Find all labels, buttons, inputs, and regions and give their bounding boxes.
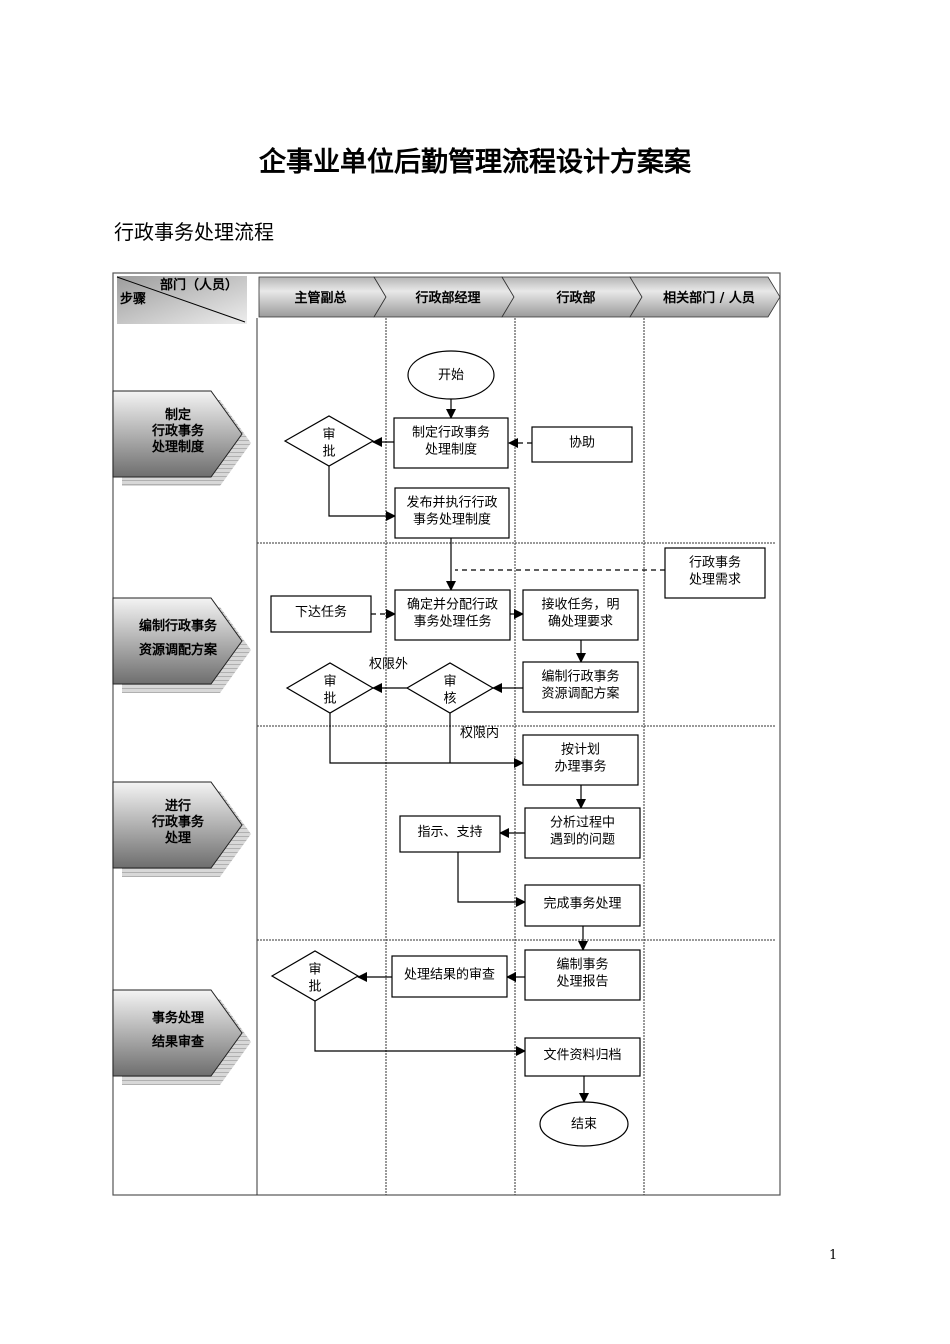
node-analyze-text: 遇到的问题 [550, 832, 615, 848]
node-resource-plan-text: 编制行政事务 [541, 669, 619, 685]
node-execute-text: 办理事务 [554, 759, 606, 775]
corner-dept-label: 部门（人员） [160, 277, 238, 293]
node-resource-plan [522, 661, 639, 713]
node-archive-text: 文件资料归档 [543, 1048, 621, 1063]
arrow-approve3-to-archive [314, 1001, 526, 1056]
lane-header-label: 相关部门 / 人员 [663, 290, 755, 306]
label-label-out: 权限外 [369, 656, 408, 672]
step-1-chevron [112, 390, 243, 478]
node-guide [399, 815, 501, 853]
node-demand [664, 547, 766, 599]
node-review [405, 662, 495, 714]
corner-diagonal [116, 276, 246, 323]
node-allocate-task-text: 确定并分配行政 [407, 598, 498, 613]
page-number: 1 [829, 1248, 838, 1263]
node-report-text: 处理报告 [556, 975, 608, 990]
node-approve2 [285, 662, 375, 714]
node-complete [524, 884, 641, 927]
line-approve-down [329, 713, 450, 764]
node-guide-text: 指示、支持 [417, 825, 482, 840]
step-4-text: 事务处理 [152, 1010, 204, 1026]
node-publish-policy-text: 发布并执行行政 [406, 495, 497, 511]
node-approve3 [270, 950, 360, 1002]
node-execute [522, 734, 639, 786]
node-draft-policy [393, 417, 509, 469]
arrow-guide-to-complete [457, 852, 526, 907]
node-start [407, 350, 495, 400]
node-demand-text: 行政事务 [689, 555, 741, 571]
step-1-text: 行政事务 [151, 423, 205, 439]
node-complete-text: 完成事务处理 [543, 896, 621, 912]
node-approve1-text: 审 [322, 428, 335, 443]
node-assist-text: 协助 [569, 436, 595, 451]
step-2-text: 编制行政事务 [139, 618, 218, 634]
node-execute-text: 按计划 [561, 743, 600, 758]
node-approve2-text: 审 [323, 675, 336, 690]
node-analyze-text: 分析过程中 [550, 816, 615, 831]
node-approve1-text: 批 [322, 445, 335, 460]
node-review-text: 审 [443, 675, 456, 690]
step-3-text: 进行 [165, 798, 191, 814]
node-archive [524, 1037, 641, 1077]
node-report [524, 949, 641, 1001]
lane-header-4 [629, 276, 781, 318]
step-4-text: 结果审查 [152, 1034, 205, 1050]
node-publish-policy [394, 487, 510, 539]
node-assist [531, 426, 633, 463]
node-result-review-text: 处理结果的审查 [404, 967, 495, 983]
node-result-review [391, 955, 508, 998]
node-receive-task [522, 589, 639, 641]
node-allocate-task [394, 589, 511, 641]
step-3-chevron [112, 781, 243, 869]
node-start-text: 开始 [438, 368, 464, 383]
node-review-text: 核 [443, 692, 456, 707]
node-draft-policy-text: 制定行政事务 [412, 425, 490, 441]
node-receive-task-text: 确处理要求 [548, 615, 613, 630]
node-analyze [524, 807, 641, 859]
step-2-chevron [112, 597, 243, 685]
node-demand-text: 处理需求 [689, 573, 741, 588]
node-report-text: 编制事务 [556, 957, 608, 973]
lane-header-label: 行政部 [555, 290, 595, 306]
lane-header-label: 主管副总 [294, 290, 346, 306]
section-title: 行政事务处理流程 [114, 220, 274, 244]
arrow-approve-to-publish [328, 466, 396, 521]
node-assign-task-text: 下达任务 [295, 604, 347, 620]
diagram-frame [112, 272, 781, 1196]
node-resource-plan-text: 资源调配方案 [541, 686, 619, 702]
step-3-text: 行政事务 [151, 814, 205, 830]
node-receive-task-text: 接收任务，明 [541, 597, 619, 613]
node-publish-policy-text: 事务处理制度 [413, 512, 491, 528]
node-allocate-task-text: 事务处理任务 [413, 614, 491, 630]
node-draft-policy-text: 处理制度 [425, 442, 477, 458]
node-approve3-text: 批 [308, 980, 321, 995]
document-title: 企事业单位后勤管理流程设计方案案 [259, 147, 691, 178]
node-assign-task [270, 595, 372, 633]
lane-header-label: 行政部经理 [414, 290, 480, 306]
label-label-in: 权限内 [460, 725, 499, 741]
node-approve1 [283, 415, 375, 467]
node-approve2-text: 批 [323, 692, 336, 707]
step-1-text: 制定 [165, 407, 191, 423]
step-4-chevron [112, 989, 243, 1077]
step-2-text: 资源调配方案 [139, 642, 218, 658]
step-1-text: 处理制度 [151, 439, 205, 455]
node-end-text: 结束 [571, 1117, 597, 1132]
node-end [539, 1101, 629, 1147]
node-approve3-text: 审 [308, 963, 321, 978]
corner-step-label: 步骤 [120, 291, 146, 307]
step-3-text: 处理 [164, 830, 191, 846]
